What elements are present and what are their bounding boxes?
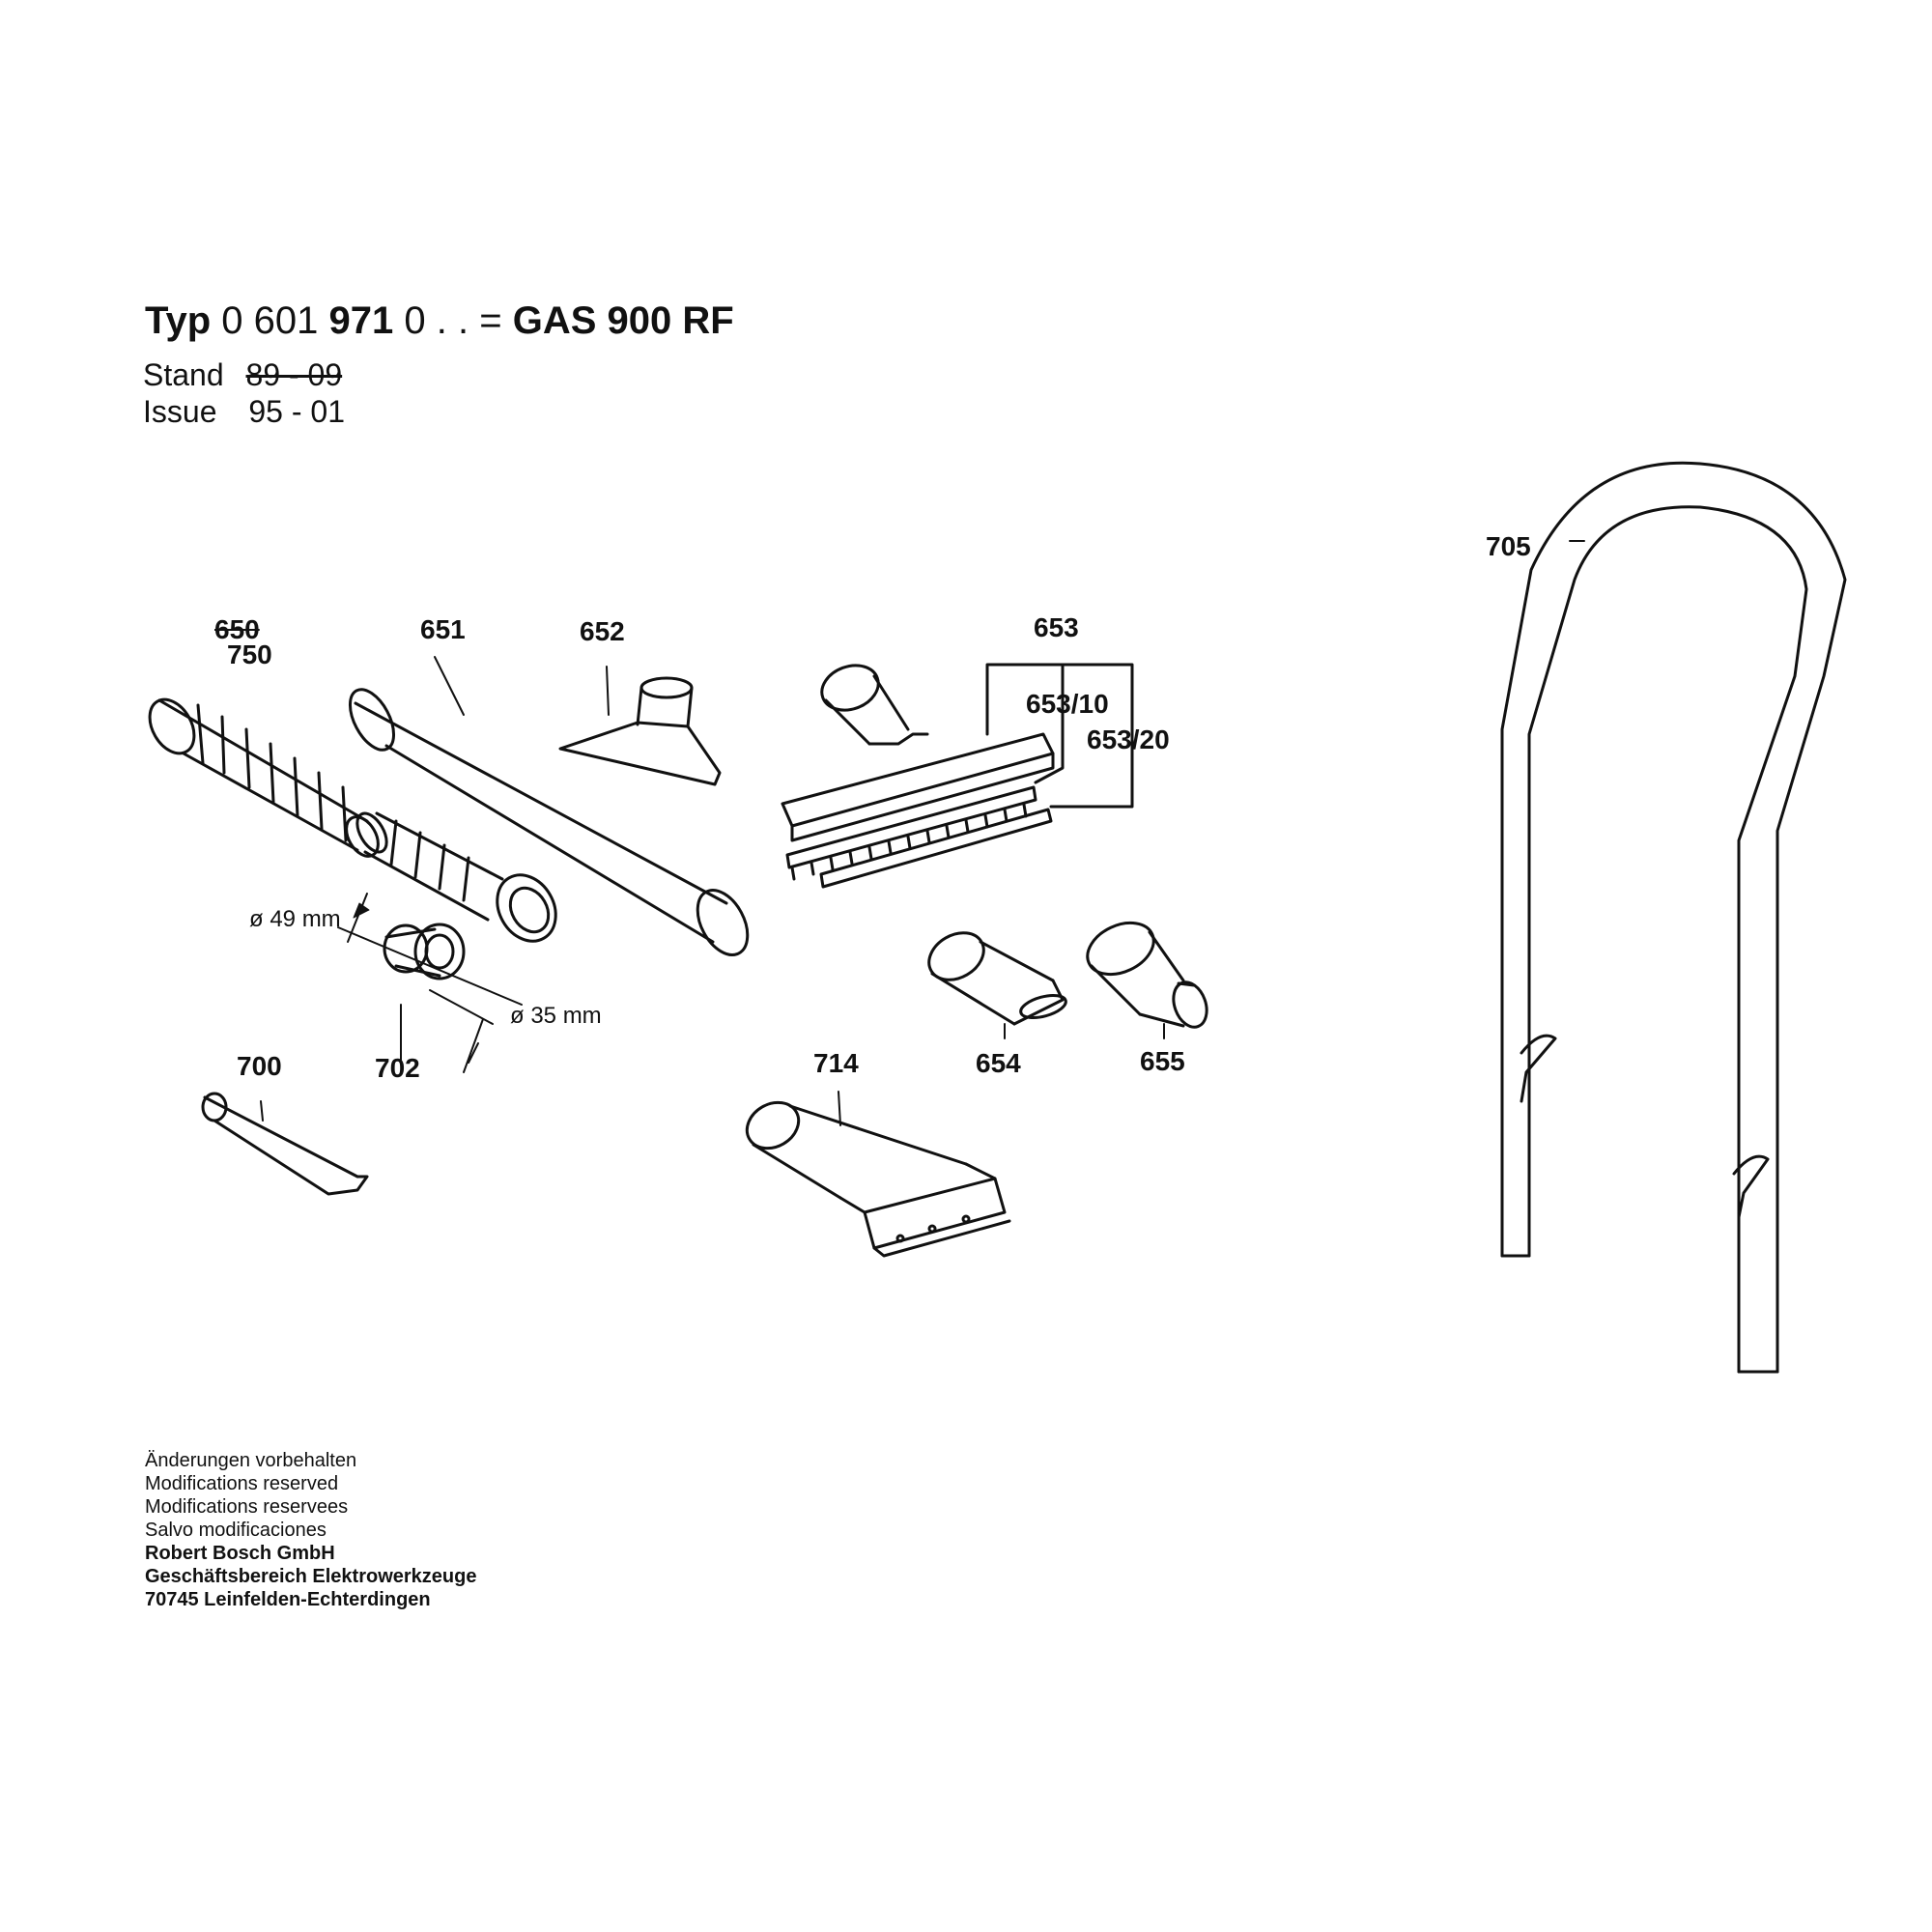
label-655: 655	[1140, 1046, 1185, 1076]
issue-line: Issue 95 - 01	[143, 394, 345, 430]
stand-line: Stand 89 - 09	[143, 357, 342, 393]
label-650: 650	[214, 614, 260, 644]
typ-number-b: 971	[328, 299, 394, 342]
label-654: 654	[976, 1048, 1021, 1078]
label-652: 652	[580, 616, 625, 646]
footer-block: Änderungen vorbehalten Modifications res…	[145, 1449, 476, 1611]
handle-bar	[1500, 461, 1847, 1374]
label-702: 702	[375, 1053, 420, 1083]
hose-adapter	[337, 893, 523, 1073]
typ-number-a: 0 601	[221, 299, 319, 342]
flat-nozzle	[927, 931, 1067, 1039]
label-700: 700	[237, 1051, 282, 1081]
wide-nozzle	[745, 1091, 1011, 1258]
label-651: 651	[420, 614, 466, 644]
issue-label: Issue	[143, 394, 217, 429]
footer-line-fr: Modifications reservees	[145, 1496, 349, 1518]
equals-sign: =	[479, 299, 502, 342]
typ-label: Typ	[145, 299, 212, 342]
label-705: 705	[1486, 531, 1531, 561]
type-title: Typ 0 601 971 0 . . = GAS 900 RF	[145, 299, 734, 343]
floor-nozzle-large	[781, 663, 1134, 889]
issue-value: 95 - 01	[248, 394, 345, 429]
model-name: GAS 900 RF	[512, 299, 734, 342]
stand-value: 89 - 09	[245, 357, 343, 392]
typ-number-c: 0 . .	[404, 299, 469, 342]
reducer-nozzle	[1086, 921, 1208, 1039]
floor-nozzle-small	[558, 666, 722, 786]
dimension-35mm: ø 35 mm	[510, 1003, 602, 1029]
crevice-nozzle	[201, 1092, 369, 1196]
label-653: 653	[1034, 612, 1079, 642]
footer-company: Robert Bosch GmbH	[145, 1543, 335, 1564]
extension-tube	[348, 656, 750, 956]
label-653-10: 653/10	[1026, 689, 1109, 719]
footer-line-en: Modifications reserved	[145, 1473, 339, 1494]
footer-address: 70745 Leinfelden-Echterdingen	[145, 1589, 431, 1610]
label-653-20: 653/20	[1087, 724, 1170, 754]
label-750: 750	[227, 639, 272, 669]
footer-division: Geschäftsbereich Elektrowerkzeuge	[145, 1566, 477, 1587]
stand-label: Stand	[143, 357, 224, 392]
footer-line-de: Änderungen vorbehalten	[145, 1450, 357, 1471]
footer-line-es: Salvo modificaciones	[145, 1520, 327, 1541]
hose-upper	[148, 697, 380, 858]
dimension-49mm: ø 49 mm	[249, 906, 341, 932]
label-714: 714	[813, 1048, 859, 1078]
hose-lower	[355, 811, 557, 943]
